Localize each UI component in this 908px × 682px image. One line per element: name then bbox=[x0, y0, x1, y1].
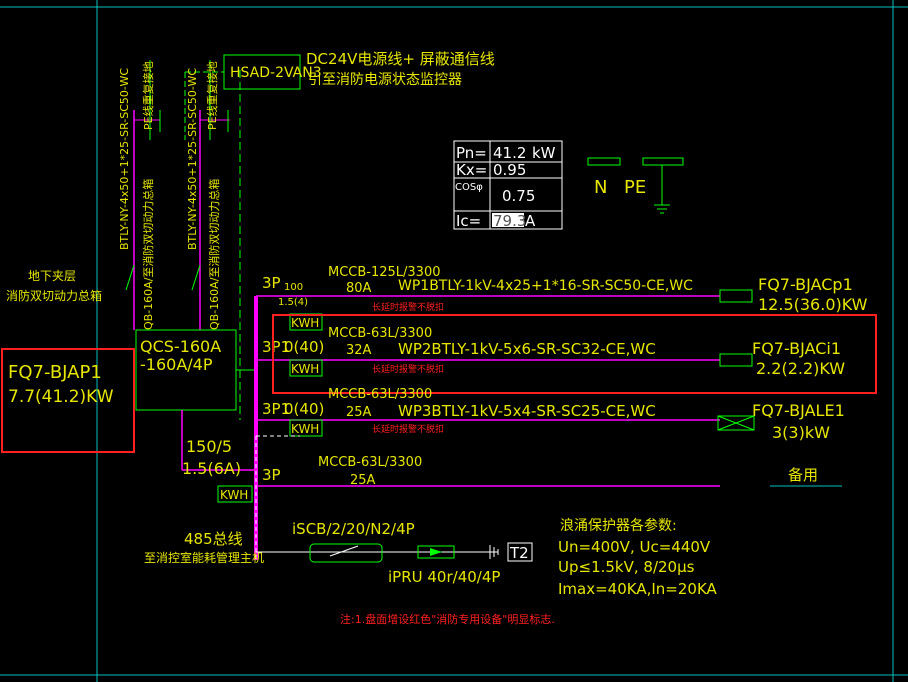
drawing-note: 注:1.盘面增设红色"消防专用设备"明显标志. bbox=[340, 612, 555, 626]
spd-breaker: iSCB/2/20/N2/4P bbox=[292, 520, 415, 538]
circuits-2-rating: 25A bbox=[346, 405, 372, 420]
legend-n: N bbox=[594, 177, 607, 198]
n-pe-legend: N PE bbox=[587, 157, 684, 214]
kx-label: Kx= bbox=[456, 161, 487, 179]
ic-unit: A bbox=[525, 212, 536, 230]
circuits-3-poles: 3P bbox=[262, 466, 281, 484]
circuits-0-power: 12.5(36.0)KW bbox=[758, 295, 868, 314]
incomer_meter-kwh: KWH bbox=[220, 488, 248, 502]
kx-value: 0.95 bbox=[493, 161, 526, 179]
ats-model: QCS-160A bbox=[140, 337, 221, 356]
main-panel-highlight bbox=[1, 348, 135, 453]
circuits-1-small: 0(40) bbox=[284, 338, 324, 356]
circuits-1-cable: WP2BTLY-1kV-5x6-SR-SC32-CE,WC bbox=[398, 340, 656, 358]
circuit-4-spare: 3P MCCB-63L/3300 25A 备用 bbox=[256, 455, 842, 488]
circuit-2-highlight bbox=[272, 314, 877, 394]
bus-485: 485总线 至消控室能耗管理主机 bbox=[144, 435, 300, 565]
switch-label-2: QB-160A/至消防双切动力总箱 bbox=[207, 179, 221, 330]
cable-label-2: BTLY-NY-4x50+1*25-SR-SC50-WC bbox=[186, 68, 199, 250]
location-1: 地下夹层 bbox=[28, 269, 76, 283]
legend-pe: PE bbox=[624, 177, 646, 198]
spd-l2: Up≤1.5kV, 8/20μs bbox=[558, 558, 695, 576]
incoming-cables bbox=[125, 60, 241, 420]
main-panel-id: FQ7-BJAP1 bbox=[8, 362, 102, 383]
circuits-0-rating: 80A bbox=[346, 281, 372, 296]
main-panel: 地下夹层 消防双切动力总箱 FQ7-BJAP1 7.7(41.2)KW QCS-… bbox=[1, 269, 256, 453]
circuits-2-power: 3(3)kW bbox=[772, 423, 830, 442]
circuits-2-note: 长延时报警不脱扣 bbox=[372, 423, 444, 435]
circuits-2-poles: 3P1 bbox=[262, 400, 290, 418]
switch-label-1: QB-160A/至消防双切动力总箱 bbox=[141, 179, 155, 330]
circuit-1: 3P 100 1.5(4) KWH MCCB-125L/3300 80A WP1… bbox=[256, 265, 868, 331]
circuits-1-note: 长延时报警不脱扣 bbox=[372, 363, 444, 375]
circuits-0-kwh: KWH bbox=[291, 316, 319, 330]
signal-desc-1: DC24V电源线+ 屏蔽通信线 bbox=[306, 50, 495, 68]
circuits-0-small: 100 bbox=[284, 282, 303, 293]
pe-note-2: PE线重复接地 bbox=[205, 61, 219, 130]
incomer_meter-ct: 150/5 bbox=[186, 437, 232, 456]
location-2: 消防双切动力总箱 bbox=[6, 288, 102, 303]
circuits-0-small2: 1.5(4) bbox=[278, 297, 308, 308]
circuits-2-small: 0(40) bbox=[284, 400, 324, 418]
spd-l1: Un=400V, Uc=440V bbox=[558, 538, 711, 556]
circuits-0-cable: WP1BTLY-1kV-4x25+1*16-SR-SC50-CE,WC bbox=[398, 278, 693, 294]
pe-note-1: PE线重复接地 bbox=[141, 61, 155, 130]
circuits-1-poles: 3P1 bbox=[262, 338, 290, 356]
circuit-2: 3P1 0(40) KWH MCCB-63L/3300 32A WP2BTLY-… bbox=[256, 326, 845, 378]
signal-module: HSAD-2VAN3 DC24V电源线+ 屏蔽通信线 引至消防电源状态监控器 bbox=[184, 50, 495, 140]
bus485-line1: 485总线 bbox=[184, 530, 243, 548]
circuit-3: 3P1 0(40) KWH MCCB-63L/3300 25A WP3BTLY-… bbox=[256, 387, 845, 442]
ic-label: Ic= bbox=[456, 212, 481, 230]
circuits-1-kwh: KWH bbox=[291, 362, 319, 376]
cos-label: COSφ bbox=[455, 182, 483, 193]
circuits-1-rating: 32A bbox=[346, 343, 372, 358]
pn-value: 41.2 bbox=[493, 144, 526, 162]
circuits-1-breaker: MCCB-63L/3300 bbox=[328, 326, 432, 341]
bus485-line2: 至消控室能耗管理主机 bbox=[144, 550, 264, 565]
spd-branch: T2 iSCB/2/20/N2/4P iPRU 40r/40/4P 浪涌保护器各… bbox=[256, 517, 718, 598]
main-panel-power: 7.7(41.2)KW bbox=[8, 387, 114, 407]
cos-value: 0.75 bbox=[502, 187, 535, 205]
circuits-3-target: 备用 bbox=[788, 466, 818, 484]
spd-title: 浪涌保护器各参数: bbox=[560, 517, 677, 534]
ic-value: 79.3 bbox=[493, 212, 526, 230]
circuits-1-target: FQ7-BJACi1 bbox=[752, 339, 841, 358]
load-parameter-table: Pn= 41.2 kW Kx= 0.95 COSφ 0.75 Ic= 79.3 … bbox=[453, 140, 563, 230]
circuits-0-breaker: MCCB-125L/3300 bbox=[328, 265, 441, 280]
vertical-texts: BTLY-NY-4x50+1*25-SR-SC50-WC BTLY-NY-4x5… bbox=[118, 61, 221, 330]
circuits-1-power: 2.2(2.2)KW bbox=[756, 359, 845, 378]
spd-box: T2 bbox=[509, 544, 529, 562]
incomer-meter: 150/5 1.5(6A) KWH bbox=[182, 437, 253, 503]
circuits-3-breaker: MCCB-63L/3300 bbox=[318, 455, 422, 470]
spd-device: iPRU 40r/40/4P bbox=[388, 568, 500, 586]
circuits-0-target: FQ7-BJACp1 bbox=[758, 275, 853, 294]
circuits-0-poles: 3P bbox=[262, 274, 281, 292]
circuits-2-cable: WP3BTLY-1kV-5x4-SR-SC25-CE,WC bbox=[398, 402, 656, 420]
circuits-3-rating: 25A bbox=[350, 473, 376, 488]
circuits-2-breaker: MCCB-63L/3300 bbox=[328, 387, 432, 402]
spd-l3: Imax=40KA,In=20KA bbox=[558, 580, 718, 598]
pn-label: Pn= bbox=[456, 144, 487, 162]
pn-unit: kW bbox=[532, 144, 556, 162]
cable-label-1: BTLY-NY-4x50+1*25-SR-SC50-WC bbox=[118, 68, 131, 250]
circuits-0-note: 长延时报警不脱扣 bbox=[372, 301, 444, 313]
signal-desc-2: 引至消防电源状态监控器 bbox=[308, 72, 462, 88]
ats-rating: -160A/4P bbox=[140, 355, 213, 374]
circuits-2-kwh: KWH bbox=[291, 422, 319, 436]
signal-cable: HSAD-2VAN3 bbox=[230, 65, 322, 81]
circuits-2-target: FQ7-BJALE1 bbox=[752, 401, 845, 420]
incomer_meter-rating: 1.5(6A) bbox=[182, 459, 241, 478]
